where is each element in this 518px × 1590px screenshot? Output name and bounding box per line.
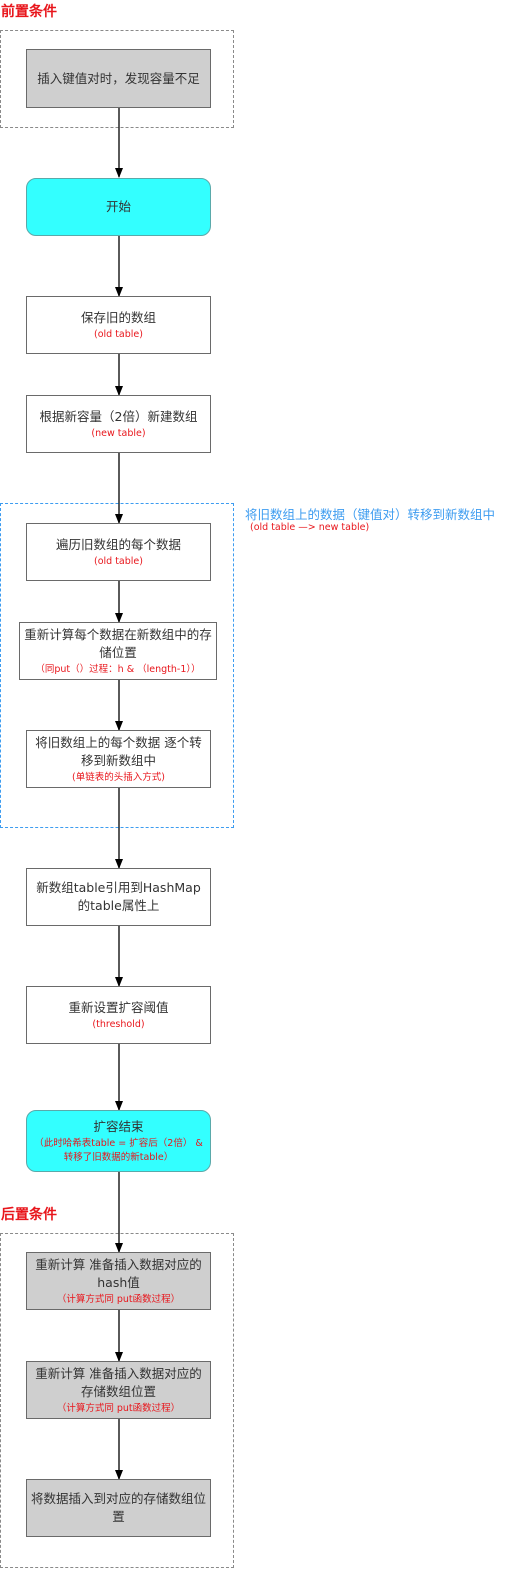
node-reset-threshold: 重新设置扩容阈值 (threshold) (26, 986, 211, 1044)
node-title: 保存旧的数组 (80, 309, 156, 325)
postcondition-label: 后置条件 (1, 1207, 57, 1223)
node-subtitle: (old table) (94, 328, 143, 340)
node-title: 根据新容量（2倍）新建数组 (39, 408, 198, 424)
node-title: 重新设置扩容阈值 (68, 999, 169, 1015)
node-save-old-table: 保存旧的数组 (old table) (26, 296, 211, 354)
node-title: 将旧数组上的每个数据 逐个转移到新数组中 (35, 734, 202, 768)
node-title: 插入键值对时，发现容量不足 (37, 70, 200, 86)
node-subtitle: （此时哈希表table = 扩容后（2倍） & 转移了旧数据的新table） (34, 1137, 203, 1163)
precondition-region (0, 30, 234, 128)
node-subtitle: (单链表的头插入方式) (72, 771, 165, 783)
node-recompute-index: 重新计算 准备插入数据对应的存储数组位置 （计算方式同 put函数过程） (26, 1361, 211, 1419)
node-recompute-hash: 重新计算 准备插入数据对应的hash值 （计算方式同 put函数过程） (26, 1252, 211, 1310)
node-assign-table: 新数组table引用到HashMap的table属性上 (26, 868, 211, 926)
transfer-region-caption: 将旧数组上的数据（键值对）转移到新数组中 (245, 507, 496, 522)
node-title: 扩容结束 (93, 1118, 144, 1134)
node-subtitle: (new table) (91, 427, 146, 439)
node-start: 开始 (26, 178, 211, 236)
node-recompute-position: 重新计算每个数据在新数组中的存储位置 （同put（）过程：h & （length… (19, 622, 217, 680)
node-title: 重新计算每个数据在新数组中的存储位置 (24, 626, 212, 660)
postcondition-region (0, 1233, 234, 1568)
node-title: 重新计算 准备插入数据对应的hash值 (35, 1256, 202, 1290)
node-title: 将数据插入到对应的存储数组位置 (31, 1491, 207, 1524)
node-title: 新数组table引用到HashMap的table属性上 (36, 880, 201, 913)
node-move-data: 将旧数组上的每个数据 逐个转移到新数组中 (单链表的头插入方式) (26, 730, 211, 788)
precondition-label: 前置条件 (1, 4, 57, 20)
node-subtitle: (old table) (94, 555, 143, 567)
node-traverse-old-table: 遍历旧数组的每个数据 (old table) (26, 523, 211, 581)
node-create-new-table: 根据新容量（2倍）新建数组 (new table) (26, 395, 211, 453)
node-title: 遍历旧数组的每个数据 (55, 536, 181, 552)
node-title: 开始 (105, 199, 131, 214)
node-title: 重新计算 准备插入数据对应的存储数组位置 (35, 1365, 202, 1399)
node-subtitle: （同put（）过程：h & （length-1）） (35, 663, 201, 675)
node-subtitle: （计算方式同 put函数过程） (56, 1402, 181, 1414)
node-trigger-insert-capacity-insufficient: 插入键值对时，发现容量不足 (26, 49, 211, 108)
node-insert-data: 将数据插入到对应的存储数组位置 (26, 1479, 211, 1537)
transfer-region (0, 503, 234, 828)
node-subtitle: (threshold) (92, 1018, 145, 1030)
transfer-region-subcaption: (old table —> new table) (250, 522, 370, 533)
node-end: 扩容结束 （此时哈希表table = 扩容后（2倍） & 转移了旧数据的新tab… (26, 1110, 211, 1172)
node-subtitle: （计算方式同 put函数过程） (56, 1293, 181, 1305)
